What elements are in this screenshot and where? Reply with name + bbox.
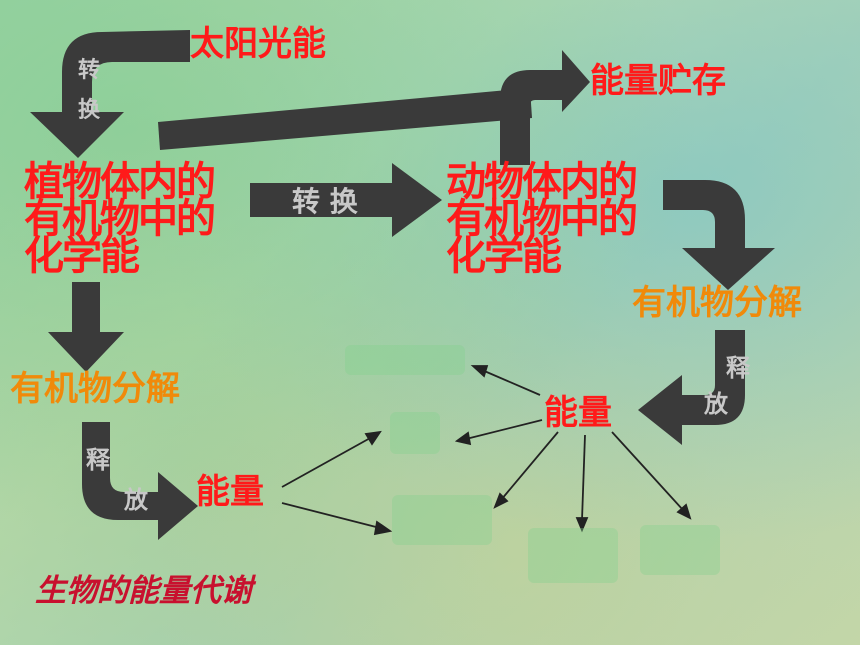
node-animal-line-3: 化学能 <box>446 232 562 279</box>
node-solar-energy: 太阳光能 <box>190 24 326 64</box>
label-convert-horizontal: 转 换 <box>292 185 358 218</box>
ghost-shape-2 <box>390 412 440 454</box>
ghost-shape-4 <box>528 528 618 583</box>
ghost-shape-1 <box>345 345 465 375</box>
node-plant-line-3: 化学能 <box>24 232 140 279</box>
label-release-right-2: 放 <box>704 390 728 418</box>
node-energy-left: 能量 <box>196 472 264 512</box>
arrow-plant-to-storage-shaft <box>158 88 532 150</box>
node-animal-chemical-energy: 动物体内的 有机物中的 化学能 <box>446 159 638 279</box>
node-energy-right: 能量 <box>544 393 612 433</box>
arrow-decomp-to-energy-left <box>82 422 198 540</box>
ghost-shape-3 <box>392 495 492 545</box>
arrow-plant-to-animal <box>250 163 442 237</box>
arrow-plant-to-decomp-left <box>48 282 124 372</box>
node-plant-line-2: 有机物中的 <box>24 195 216 242</box>
arrow-decomp-to-energy-right <box>638 330 745 445</box>
node-animal-line-1: 动物体内的 <box>446 159 638 205</box>
node-animal-line-2: 有机物中的 <box>446 195 638 242</box>
label-convert-vertical-1: 转 <box>78 58 101 83</box>
node-plant-chemical-energy: 植物体内的 有机物中的 化学能 <box>24 159 216 279</box>
label-release-left-1: 释 <box>86 446 110 474</box>
node-organic-decomposition-left: 有机物分解 <box>10 369 180 409</box>
thin-arrows-right <box>454 365 692 533</box>
arrow-animal-to-decomp-right <box>663 180 775 290</box>
label-release-left-2: 放 <box>124 486 148 514</box>
ghost-shape-5 <box>640 525 720 575</box>
thin-arrows-left <box>281 430 393 536</box>
arrow-solar-to-plant <box>30 30 190 158</box>
diagram-caption: 生物的能量代谢 <box>35 573 252 609</box>
node-energy-storage: 能量贮存 <box>590 61 726 101</box>
label-convert-vertical-2: 换 <box>78 98 101 123</box>
node-plant-line-1: 植物体内的 <box>24 159 216 205</box>
arrow-animal-to-storage <box>500 50 590 165</box>
node-organic-decomposition-right: 有机物分解 <box>632 283 802 323</box>
label-release-right-1: 释 <box>726 354 750 382</box>
